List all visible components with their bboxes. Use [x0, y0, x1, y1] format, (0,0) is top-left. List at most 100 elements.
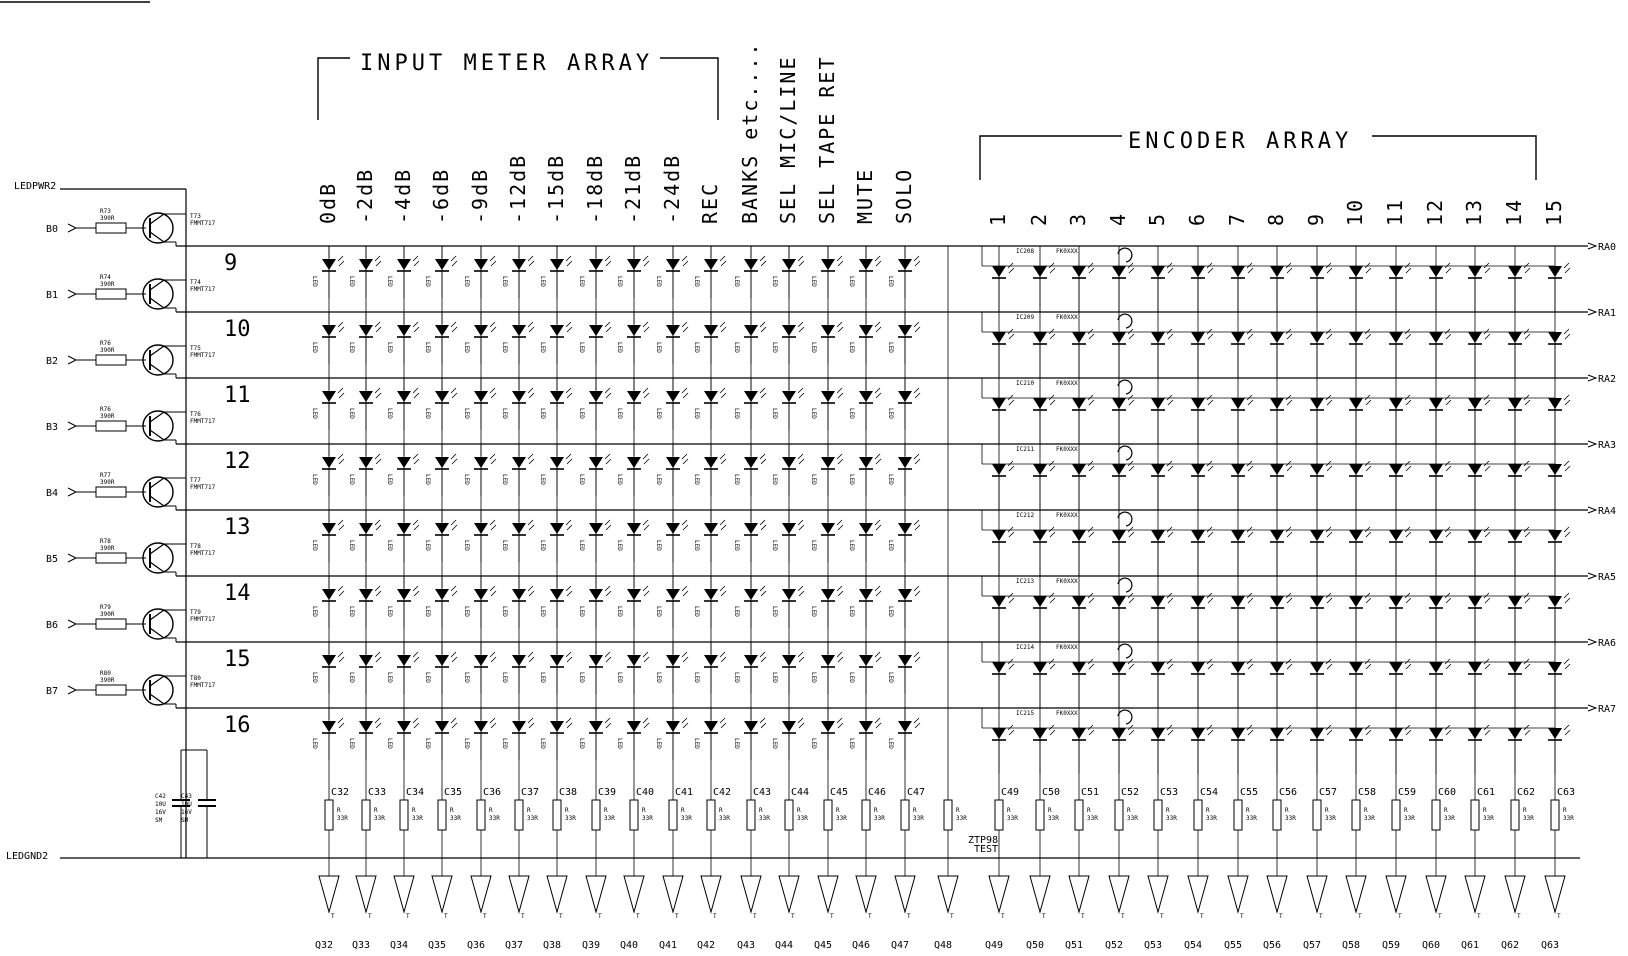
led-ray — [1007, 394, 1014, 401]
encoder-led-r6-c0 — [992, 658, 1015, 675]
led-triangle — [1151, 266, 1165, 277]
encoder-led-r2-c3 — [1112, 394, 1135, 411]
led-ray — [1167, 465, 1174, 472]
led-ray — [1048, 658, 1055, 665]
led-ray — [1008, 465, 1015, 472]
q-label-Q61: Q61 — [1461, 940, 1479, 951]
led-triangle — [1151, 332, 1165, 343]
meter-led-r5-c0 — [322, 585, 345, 602]
encoder-led-r1-c8 — [1310, 328, 1333, 345]
meter-led-r6-c6 — [550, 651, 573, 668]
led-ray — [1285, 592, 1292, 599]
transistor-ref: T — [791, 913, 795, 920]
column-transistor — [431, 875, 453, 914]
led-ray — [412, 651, 419, 658]
led-triangle — [744, 523, 758, 534]
led-ray — [566, 392, 573, 399]
led-ray — [1483, 658, 1490, 665]
led-ray — [797, 717, 804, 724]
led-triangle — [1548, 266, 1562, 277]
led-triangle — [627, 589, 641, 600]
led-triangle — [782, 457, 796, 468]
column-label-9: -24dB — [660, 154, 684, 224]
led-ray — [489, 387, 496, 394]
led-triangle — [1429, 332, 1443, 343]
led-ray — [1523, 658, 1530, 665]
meter-led-r0-c1 — [359, 255, 382, 272]
cap-value: SM — [155, 817, 163, 824]
encoder-led-r3-c5 — [1191, 460, 1214, 477]
led-triangle — [474, 325, 488, 336]
led-ray — [1325, 526, 1332, 533]
transistor-ref: T — [444, 913, 448, 920]
led-ray — [874, 387, 881, 394]
led-triangle — [704, 325, 718, 336]
led-ray — [913, 387, 920, 394]
resistor-ref: R — [527, 807, 531, 814]
encoder-led-r2-c9 — [1349, 394, 1372, 411]
led-triangle — [782, 655, 796, 666]
q-label-Q34: Q34 — [390, 940, 408, 951]
led-ray — [1207, 597, 1214, 604]
transistor-ref: T — [406, 913, 410, 920]
resistor-value: 33R — [1325, 815, 1336, 822]
led-ref: LED — [810, 738, 817, 749]
meter-led-r7-c5 — [512, 717, 535, 734]
column-transistor — [508, 875, 530, 914]
led-ray — [1166, 658, 1173, 665]
meter-led-r4-c1 — [359, 519, 382, 536]
led-ray — [875, 656, 882, 663]
encoder-led-r6-c6 — [1231, 658, 1254, 675]
column-label-2: -4dB — [391, 168, 415, 224]
led-ref: LED — [348, 672, 355, 683]
led-ref: LED — [578, 474, 585, 485]
meter-led-r1-c7 — [589, 321, 612, 338]
base-resistor — [95, 222, 127, 234]
led-triangle — [1191, 332, 1205, 343]
led-ray — [720, 260, 727, 267]
transistor-ref: T — [753, 913, 757, 920]
column-transistor — [1029, 875, 1051, 914]
transistor-ref: T — [331, 913, 335, 920]
led-ray — [719, 387, 726, 394]
led-ref: LED — [463, 474, 470, 485]
encoder-led-r0-c14 — [1548, 262, 1571, 279]
led-ray — [1087, 592, 1094, 599]
led-triangle — [1112, 728, 1126, 739]
led-triangle — [550, 391, 564, 402]
led-ref: LED — [386, 606, 393, 617]
meter-led-r2-c4 — [474, 387, 497, 404]
meter-led-r2-c0 — [322, 387, 345, 404]
led-ray — [759, 453, 766, 460]
meter-led-r5-c12 — [782, 585, 805, 602]
transistor-ref: T — [368, 913, 372, 920]
encoder-rotation-icon — [1117, 643, 1133, 659]
encoder-led-r1-c13 — [1508, 328, 1531, 345]
encoder-led-r5-c5 — [1191, 592, 1214, 609]
transistor-ref: T — [1398, 913, 1402, 920]
led-triangle — [1191, 530, 1205, 541]
led-ray — [1087, 262, 1094, 269]
q-label-Q49: Q49 — [985, 940, 1003, 951]
led-triangle — [1231, 662, 1245, 673]
led-ray — [874, 717, 881, 724]
resistor-value: 33R — [527, 815, 538, 822]
led-ray — [1404, 460, 1411, 467]
led-ray — [1563, 526, 1570, 533]
led-triangle — [1231, 596, 1245, 607]
resistor-ref: R — [1127, 807, 1131, 814]
led-ref: LED — [848, 408, 855, 419]
encoder-led-r6-c8 — [1310, 658, 1333, 675]
led-ray — [1166, 460, 1173, 467]
encoder-ic-part: FK0XXX — [1056, 380, 1078, 387]
meter-led-r7-c13 — [821, 717, 844, 734]
base-resistor — [95, 486, 127, 498]
led-ray — [720, 656, 727, 663]
led-ray — [837, 590, 844, 597]
led-ray — [1483, 262, 1490, 269]
column-cap-C55: C55 — [1240, 787, 1258, 798]
encoder-led-r0-c8 — [1310, 262, 1333, 279]
led-ray — [1364, 724, 1371, 731]
meter-led-r6-c12 — [782, 651, 805, 668]
led-ray — [798, 656, 805, 663]
